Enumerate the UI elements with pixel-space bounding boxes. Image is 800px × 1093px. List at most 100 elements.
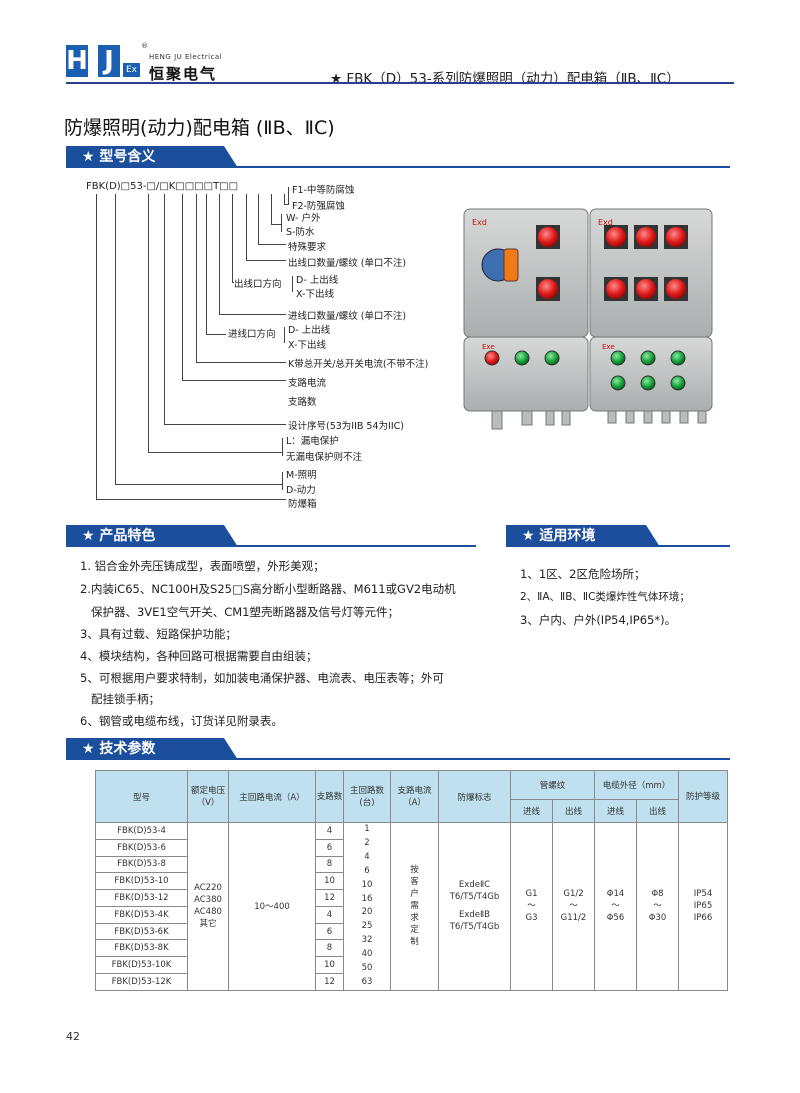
label-in-d: D- 上出线 [288, 325, 331, 336]
label-ex-box: 防爆箱 [288, 499, 317, 510]
cell-main-current: 10～400 [228, 822, 316, 991]
header-voltage: 额定电压（V） [187, 770, 229, 823]
diagram-line [206, 334, 226, 335]
label-main-switch: K带总开关/总开关电流(不带不注) [288, 359, 429, 370]
cell-model: FBK(D)53-8 [95, 855, 188, 874]
diagram-bracket [281, 214, 282, 232]
cell-model: FBK(D)53-8K [95, 939, 188, 958]
cell-branches: 4 [315, 822, 344, 840]
diagram-line [96, 499, 286, 500]
cell-branches: 8 [315, 855, 344, 874]
label-leakage: L：漏电保护 [286, 436, 339, 447]
label-lighting: M-照明 [286, 470, 317, 481]
header-cable-out: 出线 [636, 799, 680, 823]
label-out-qty: 出线口数量/螺纹 (单口不注) [288, 258, 407, 269]
header-title: ★ FBK（D）53-系列防爆照明（动力）配电箱（ⅡB、ⅡC） [330, 71, 680, 87]
page-number: 42 [66, 1030, 80, 1043]
cell-branches: 12 [315, 973, 344, 991]
label-in-qty: 进线口数量/螺纹 (单口不注) [288, 311, 407, 322]
product-photo: Exd Exd Exe Exe [462, 203, 728, 441]
cell-branches: 4 [315, 905, 344, 924]
label-out-x: X-下出线 [296, 289, 334, 300]
diagram-line [258, 194, 259, 244]
cell-branch-current: 按客户需求定制 [390, 822, 439, 991]
diagram-bracket [282, 472, 283, 490]
section-rule [66, 758, 730, 760]
diagram-line [206, 194, 207, 334]
header-divider [66, 82, 734, 84]
feature-item: 配挂锁手柄； [80, 692, 160, 706]
diagram-bracket [284, 327, 285, 343]
diagram-line [115, 484, 282, 485]
cell-branches: 6 [315, 838, 344, 857]
section-rule [506, 545, 730, 547]
diagram-bracket [282, 438, 283, 456]
header-cable-in: 进线 [594, 799, 638, 823]
section-params-header: ★ 技术参数 [66, 738, 730, 760]
diagram-line [284, 194, 285, 204]
label-branch-current: 支路电流 [288, 378, 327, 389]
spec-table: 型号 额定电压（V） 主回路电流（A） 支路数 主回路数(台) 支路电流（A） … [95, 770, 729, 991]
header-thread: 管螺纹 [509, 770, 596, 800]
cell-branches: 10 [315, 956, 344, 975]
diagram-line [284, 204, 288, 205]
cell-model: FBK(D)53-12K [95, 973, 188, 991]
brand-name-en: HENG JU Electrical [149, 53, 223, 61]
header-main-current: 主回路电流（A） [228, 770, 316, 823]
header-branch-current: 支路电流（A） [390, 770, 439, 823]
page-title: 防爆照明(动力)配电箱 (ⅡB、ⅡC) [64, 117, 335, 139]
feature-item: 6、钢管或电缆布线，订货详见附录表。 [80, 714, 283, 728]
section-rule [66, 545, 476, 547]
environment-item: 2、ⅡA、ⅡB、ⅡC类爆炸性气体环境； [520, 591, 690, 603]
cell-model: FBK(D)53-10 [95, 872, 188, 891]
section-environment-title: ★ 适用环境 [506, 525, 660, 547]
feature-item: 2.内装iC65、NC100H及S25□S高分断小型断路器、M611或GV2电动… [80, 582, 456, 596]
label-special: 特殊要求 [288, 242, 327, 253]
distribution-box-illustration: Exd Exd Exe Exe [462, 203, 728, 441]
label-in-x: X-下出线 [288, 340, 326, 351]
diagram-line [164, 424, 286, 425]
cell-cable-in: Φ14～Φ56 [594, 822, 638, 991]
diagram-line [246, 260, 286, 261]
header-cable: 电缆外径（mm） [594, 770, 680, 800]
cell-model: FBK(D)53-4K [95, 905, 188, 924]
company-logo: H J Ex [66, 45, 146, 79]
diagram-line [246, 194, 247, 260]
cell-cable-out: Φ8～Φ30 [636, 822, 680, 991]
feature-item: 4、模块结构，各种回路可根据需要自由组装； [80, 649, 318, 663]
diagram-bracket [288, 187, 289, 205]
photo-label-exd: Exd [472, 218, 487, 227]
diagram-line [271, 194, 272, 224]
feature-item: 保护器、3VE1空气开关、CM1塑壳断路器及信号灯等元件； [80, 605, 399, 619]
diagram-bracket [292, 276, 293, 292]
diagram-line [271, 224, 281, 225]
section-environment-header: ★ 适用环境 [506, 525, 730, 547]
cell-thread-out: G1/2～G11/2 [551, 822, 596, 991]
diagram-line [219, 194, 220, 314]
diagram-line [219, 314, 286, 315]
cell-branches: 8 [315, 939, 344, 958]
diagram-line [258, 244, 286, 245]
section-features-title: ★ 产品特色 [66, 525, 238, 547]
label-design-no: 设计序号(53为IIB 54为IIC) [288, 421, 404, 432]
feature-item: 1. 铝合金外壳压铸成型，表面喷塑，外形美观； [80, 559, 325, 573]
logo-ex-badge: Ex [123, 63, 140, 77]
feature-item: 3、具有过载、短路保护功能； [80, 627, 237, 641]
header-model: 型号 [95, 770, 188, 823]
header-protection: 防护等级 [678, 770, 729, 823]
diagram-line [182, 194, 183, 380]
header-main-circuits: 主回路数(台) [343, 770, 391, 823]
label-f2: F2-防强腐蚀 [292, 201, 345, 212]
environment-item: 3、户内、户外(IP54,IP65*)。 [520, 613, 677, 627]
photo-label-exe: Exe [482, 343, 495, 351]
feature-item: 5、可根据用户要求特制，如加装电涌保护器、电流表、电压表等；外可 [80, 671, 444, 685]
label-out-d: D- 上出线 [296, 275, 339, 286]
diagram-line [182, 380, 286, 381]
header-thread-out: 出线 [551, 799, 596, 823]
cell-model: FBK(D)53-12 [95, 889, 188, 907]
cell-branches: 12 [315, 889, 344, 907]
label-out-dir: 出线口方向 [234, 279, 282, 290]
